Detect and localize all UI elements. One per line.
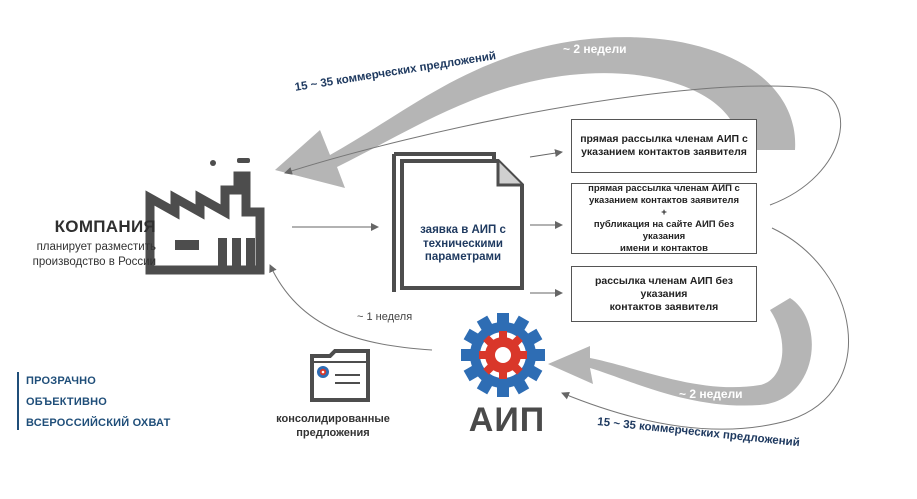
- request-line3: параметрами: [424, 251, 502, 263]
- slogan-objective: ОБЪЕКТИВНО: [26, 396, 108, 408]
- thin-curve-bottom: [561, 227, 850, 430]
- consolidated-label: консолидированные предложения: [268, 412, 398, 440]
- slogan-coverage: ВСЕРОССИЙСКИЙ ОХВАТ: [26, 417, 171, 429]
- distribution-option-2: прямая рассылка членам АИП с указанием к…: [571, 183, 757, 254]
- request-line2: техническими: [422, 237, 503, 250]
- company-subtitle: планирует разместить производство в Росс…: [10, 240, 156, 270]
- option1-line2: указанием контактов заявителя: [581, 146, 747, 158]
- annotation-weeks-bottom: ~ 2 недели: [679, 387, 743, 401]
- arrow-to-box1: [529, 149, 563, 158]
- option2-line2: указанием контактов заявителя: [588, 194, 739, 206]
- annotation-week-return: ~ 1 неделя: [357, 311, 413, 323]
- aip-gear-logo: [461, 313, 545, 397]
- option1-line1: прямая рассылка членам АИП с: [580, 133, 748, 145]
- document-icon: [392, 152, 524, 292]
- option2-line4: публикация на сайте АИП без указания: [593, 218, 735, 242]
- option2-line3: +: [661, 206, 667, 218]
- option3-line2: контактов заявителя: [609, 300, 719, 313]
- factory-icon: [145, 158, 265, 275]
- slogan-transparent: ПРОЗРАЧНО: [26, 375, 97, 387]
- thin-curve-top: [284, 85, 842, 206]
- request-document-text: заявка в АИП с техническими параметрами: [408, 224, 518, 265]
- company-subtitle-line2: производство в России: [32, 256, 156, 268]
- folder-icon: [310, 349, 370, 402]
- big-return-arrow-bottom: [548, 298, 812, 406]
- aip-logo-text: АИП: [468, 401, 546, 439]
- option3-line1: рассылка членам АИП без указания: [594, 274, 734, 300]
- company-subtitle-line1: планирует разместить: [36, 241, 156, 253]
- big-return-arrow-top: [275, 37, 796, 189]
- slogan-accent-bar: [17, 372, 19, 430]
- option2-line5: имени и контактов: [620, 242, 708, 254]
- distribution-option-3: рассылка членам АИП без указания контакт…: [571, 266, 757, 322]
- distribution-option-1: прямая рассылка членам АИП с указанием к…: [571, 119, 757, 173]
- consolidated-line1: консолидированные: [276, 413, 390, 425]
- thin-curve-return: [269, 264, 433, 351]
- consolidated-line2: предложения: [296, 427, 370, 439]
- company-title: КОМПАНИЯ: [54, 217, 156, 236]
- request-line1: заявка в АИП с: [420, 224, 506, 236]
- option2-line1: прямая рассылка членам АИП с: [588, 182, 740, 194]
- annotation-weeks-top: ~ 2 недели: [563, 42, 627, 56]
